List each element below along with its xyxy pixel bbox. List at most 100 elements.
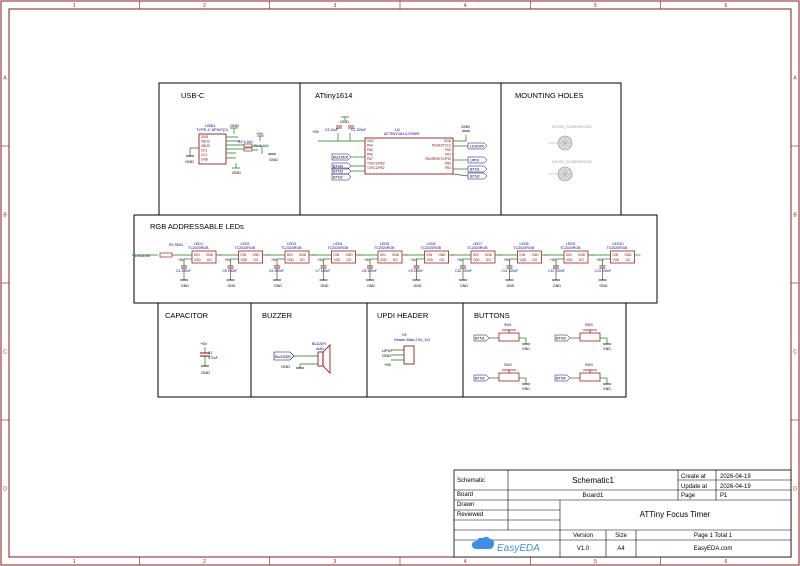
attiny-caps [336, 125, 354, 129]
led-ref: LED10 [613, 242, 624, 246]
leds-title: RGB ADDRESSABLE LEDs [150, 222, 244, 231]
led-pin-gnd: GND [485, 253, 493, 257]
led-ref: LED4 [334, 242, 343, 246]
led-part: TC2020RGB [421, 246, 442, 250]
led-resistor-ref: R3 330Ω [169, 243, 183, 247]
led-cap-label: C10 100nF [455, 269, 472, 273]
led-part: TC2020RGB [188, 246, 209, 250]
website: EasyEDA.com [694, 546, 733, 552]
led-pin-vdd: VDD [287, 258, 294, 262]
reviewed-label: Reviewed [457, 512, 483, 518]
led-5v-net: +5V [457, 258, 464, 262]
led-ref: LED1 [194, 242, 203, 246]
usbc-res-wires [252, 145, 263, 154]
frame-row-left: D [3, 487, 7, 493]
usbc-pin-label: VBUS [201, 144, 210, 148]
hole2-ref: H2 M3_SCREWHOLE [552, 159, 592, 164]
led-gnd-label: GND [460, 284, 468, 288]
bulk-capacitor: +5V C1 470uF GND [200, 341, 218, 375]
button-net-label: BTN4 [556, 377, 566, 381]
led-ref: LED5 [380, 242, 389, 246]
buttons-block [462, 302, 627, 398]
usbc-ref: USB1 [205, 123, 216, 128]
attiny-pin-right: GND [444, 139, 452, 143]
usbc-gnd-bottom-label: GND [232, 170, 241, 175]
updi-body [403, 345, 415, 365]
led-pin-do: DO [626, 258, 631, 262]
led-cap-label: C5 100nF [223, 269, 238, 273]
attiny-pin-left: PA7 [367, 157, 373, 161]
led-pin-din: DIN [334, 253, 340, 257]
led-pin-gnd: GND [299, 253, 307, 257]
updi-value: Header-Male-2.54_1x3 [394, 338, 430, 342]
attiny-5v-label: +5V [312, 129, 320, 134]
usbc-pin-label: CC2 [201, 153, 208, 157]
buzzer-wires [294, 355, 318, 368]
frame-col-bottom: 6 [724, 559, 727, 565]
button-body [579, 372, 601, 382]
button-ref: SW2 [504, 363, 512, 367]
led-part: TC2020RGB [281, 246, 302, 250]
frame-col-bottom: 1 [73, 559, 76, 565]
button-net-flag [473, 334, 490, 342]
updi-ref: H3 [402, 333, 407, 337]
attiny-cap-gnd-label: GND [340, 119, 349, 124]
led-cap-label: C8 100nF [362, 269, 377, 273]
usbc-pin-label: GND [201, 135, 209, 139]
frame-col-bottom: 5 [594, 559, 597, 565]
led-gnd-label: GND [507, 284, 515, 288]
version-value: V1.0 [577, 546, 590, 552]
led-pin-gnd: GND [532, 253, 540, 257]
usbc-connector: USB1 TYPE-C 6PIN7(2) GNDVBUSVBUSCC1CC2GN… [185, 123, 278, 175]
frame-col-bottom: 2 [203, 559, 206, 565]
attiny-net-flag-left [331, 173, 352, 181]
led-cap-label: C4 100nF [176, 269, 191, 273]
led-body [377, 250, 403, 264]
frame-row-right: A [793, 76, 797, 82]
led-pin-gnd: GND [206, 253, 214, 257]
button-net-label: BTN2 [475, 377, 485, 381]
led-pin-do: DO [254, 258, 259, 262]
attiny-vdd-wire [318, 133, 365, 142]
led-pin-gnd: GND [253, 253, 261, 257]
button-net-flag [554, 374, 571, 382]
button-ref: SW1 [504, 323, 512, 327]
attiny-title: ATtiny1614 [315, 91, 352, 100]
buzzer-body [317, 351, 324, 367]
update-value: 2026-04-19 [720, 484, 751, 490]
attiny-pin-left: VDD [367, 139, 374, 143]
led-cap-label: C6 100nF [269, 269, 284, 273]
attiny-net-right: UPDI [470, 159, 479, 163]
usbc-resistor-r2 [243, 147, 253, 152]
frame-row-left: C [3, 350, 7, 356]
attiny-gnd-wire [453, 135, 467, 142]
led-pin-vdd: VDD [520, 258, 527, 262]
frame-col-top: 1 [73, 3, 76, 9]
attiny-net-left: BTN3 [333, 170, 343, 174]
led-pin-din: DIN [520, 253, 526, 257]
led-gnd-label: GND [321, 284, 329, 288]
attiny-body [364, 137, 454, 175]
led-5v-net: +5V [504, 258, 511, 262]
drawn-label: Drawn [457, 502, 474, 508]
led-5v-net: +5V [225, 258, 232, 262]
led-pin-din: DIN [241, 253, 247, 257]
led-pin-din: DIN [380, 253, 386, 257]
led-5v-net: +5V [271, 258, 278, 262]
capacitor-title: CAPACITOR [165, 311, 209, 320]
led-pin-vdd: VDD [427, 258, 434, 262]
frame-col-top: 5 [594, 3, 597, 9]
version-label: Version [573, 533, 593, 539]
led-part: TC2020RGB [374, 246, 395, 250]
attiny-pin-left: TOSC1/PB3 [367, 162, 385, 166]
button-net-flag [473, 374, 490, 382]
led-5v-net: +5V [550, 258, 557, 262]
schematic-value: Schematic1 [572, 476, 614, 485]
mounting-title: MOUNTING HOLES [515, 91, 583, 100]
led-gnd-label: GND [600, 284, 608, 288]
led-resistor [159, 252, 173, 258]
